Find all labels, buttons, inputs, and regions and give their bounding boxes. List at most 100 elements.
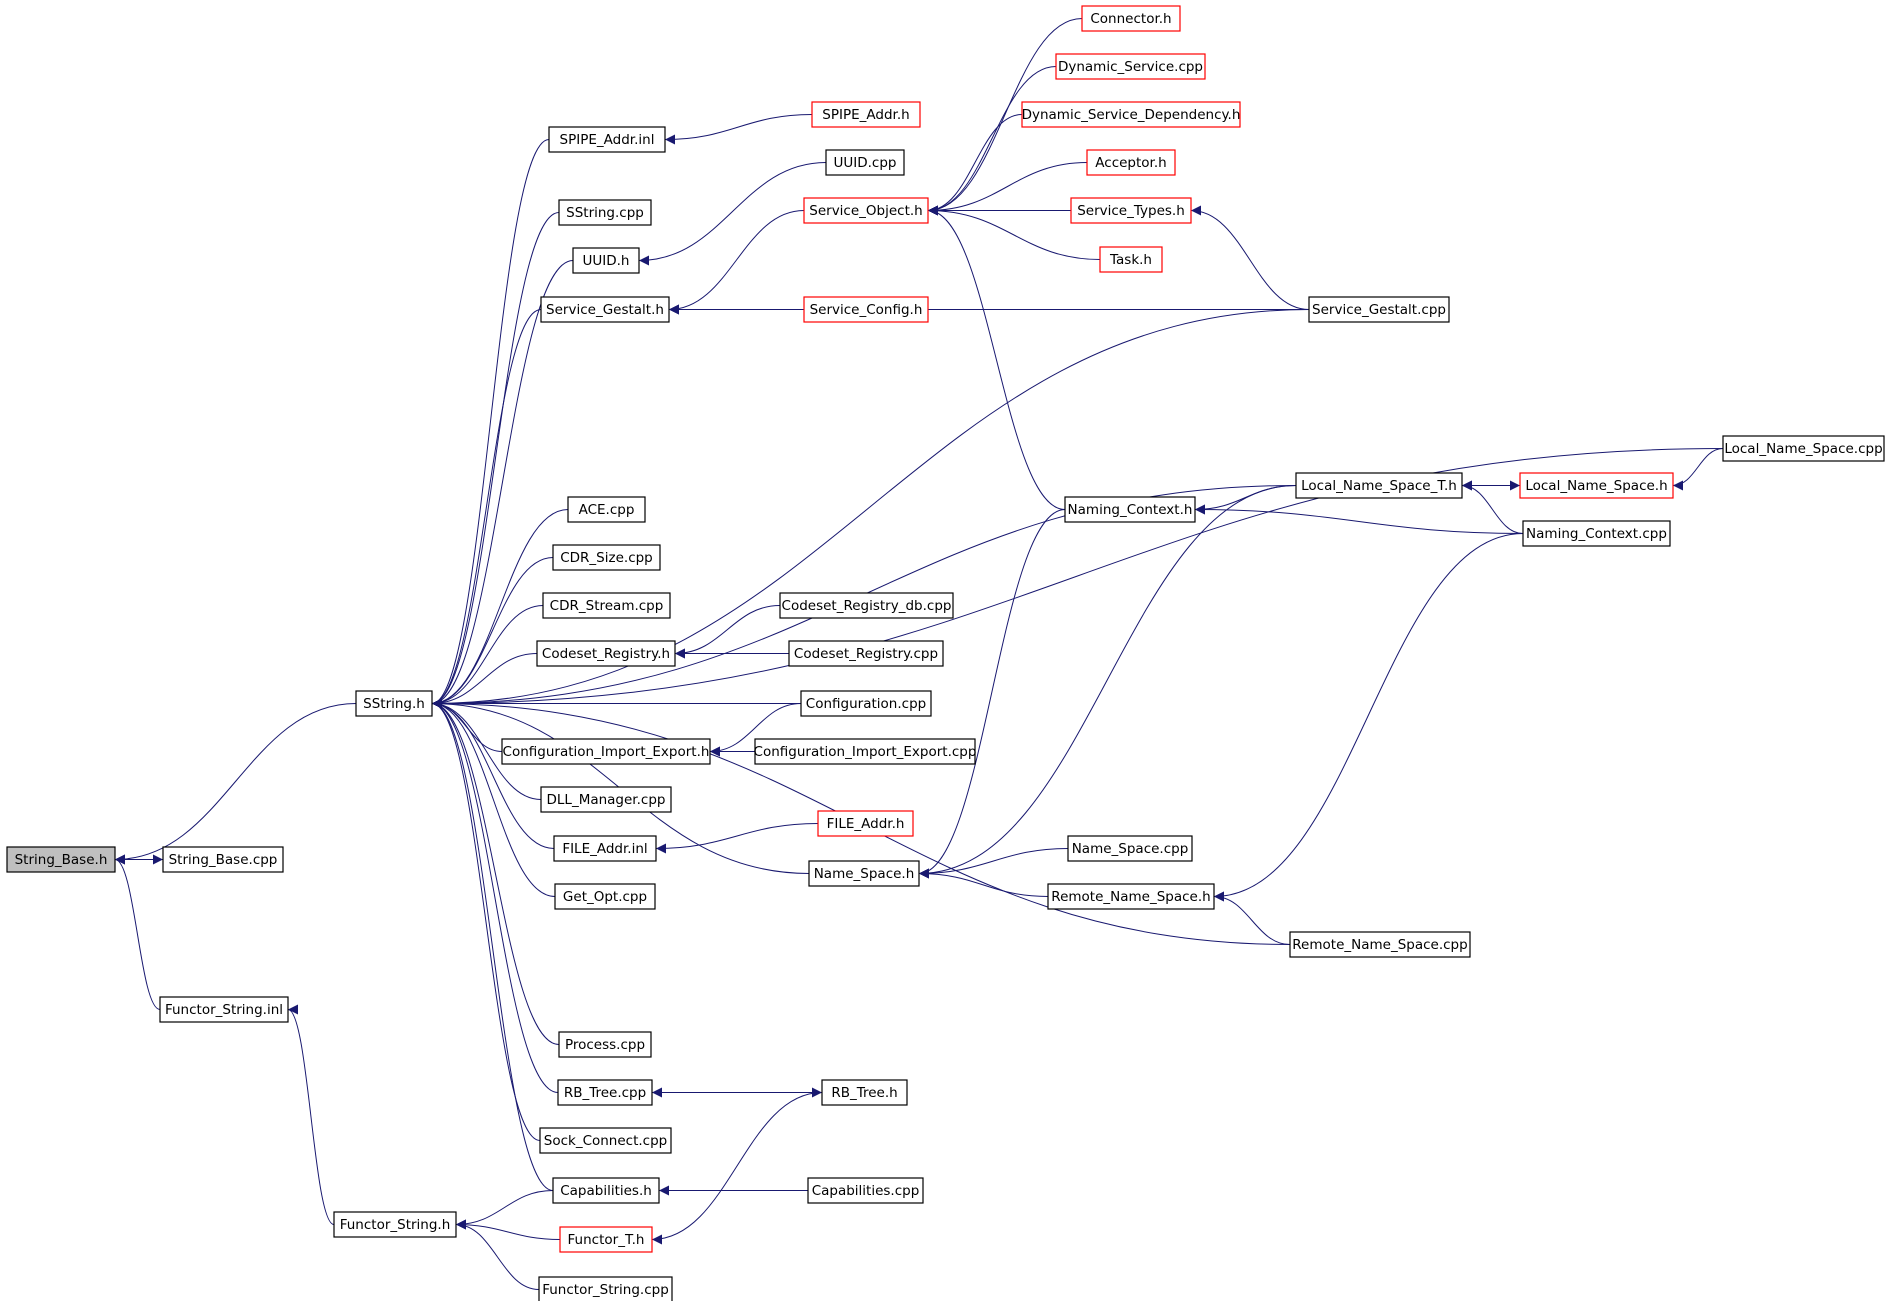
node-box[interactable]	[501, 738, 711, 765]
node-String_Base_cpp[interactable]: String_Base.cpp	[162, 846, 284, 873]
node-Service_Types_h[interactable]: Service_Types.h	[1070, 197, 1192, 224]
node-box[interactable]	[539, 1127, 672, 1154]
node-box[interactable]	[558, 1031, 652, 1058]
node-Configuration_Import_Export_h[interactable]: Configuration_Import_Export.h	[501, 738, 711, 765]
node-box[interactable]	[1070, 197, 1192, 224]
node-box[interactable]	[1064, 496, 1196, 523]
node-box[interactable]	[159, 996, 289, 1023]
node-box[interactable]	[825, 149, 905, 176]
node-box[interactable]	[554, 883, 656, 910]
node-RB_Tree_h[interactable]: RB_Tree.h	[821, 1079, 908, 1106]
node-Local_Name_Space_T_h[interactable]: Local_Name_Space_T.h	[1295, 472, 1463, 499]
node-Functor_T_h[interactable]: Functor_T.h	[559, 1226, 653, 1253]
node-Service_Config_h[interactable]: Service_Config.h	[803, 296, 929, 323]
node-box[interactable]	[803, 197, 929, 224]
node-Naming_Context_h[interactable]: Naming_Context.h	[1064, 496, 1196, 523]
node-SString_cpp[interactable]: SString.cpp	[558, 199, 652, 226]
node-box[interactable]	[552, 544, 661, 571]
node-FILE_Addr_h[interactable]: FILE_Addr.h	[817, 810, 914, 837]
node-Get_Opt_cpp[interactable]: Get_Opt.cpp	[554, 883, 656, 910]
node-Codeset_Registry_h[interactable]: Codeset_Registry.h	[536, 640, 676, 667]
node-RB_Tree_cpp[interactable]: RB_Tree.cpp	[557, 1079, 653, 1106]
node-Task_h[interactable]: Task.h	[1099, 246, 1163, 273]
node-Functor_String_inl[interactable]: Functor_String.inl	[159, 996, 289, 1023]
node-FILE_Addr_inl[interactable]: FILE_Addr.inl	[553, 835, 657, 862]
node-box[interactable]	[558, 199, 652, 226]
node-box[interactable]	[552, 1177, 660, 1204]
node-box[interactable]	[557, 1079, 653, 1106]
node-box[interactable]	[536, 640, 676, 667]
node-box[interactable]	[553, 835, 657, 862]
node-box[interactable]	[1021, 101, 1241, 128]
node-box[interactable]	[548, 126, 666, 153]
node-box[interactable]	[333, 1211, 457, 1238]
node-SString_h[interactable]: SString.h	[355, 690, 433, 717]
node-UUID_cpp[interactable]: UUID.cpp	[825, 149, 905, 176]
node-Service_Gestalt_h[interactable]: Service_Gestalt.h	[540, 296, 670, 323]
node-box[interactable]	[807, 1177, 924, 1204]
node-box[interactable]	[1522, 520, 1671, 547]
node-box[interactable]	[803, 296, 929, 323]
node-box[interactable]	[1308, 296, 1450, 323]
node-ACE_cpp[interactable]: ACE.cpp	[567, 496, 646, 523]
node-box[interactable]	[572, 247, 640, 274]
node-box[interactable]	[1295, 472, 1463, 499]
node-Remote_Name_Space_cpp[interactable]: Remote_Name_Space.cpp	[1289, 931, 1471, 958]
node-Local_Name_Space_cpp[interactable]: Local_Name_Space.cpp	[1722, 435, 1885, 462]
node-box[interactable]	[821, 1079, 908, 1106]
node-Name_Space_h[interactable]: Name_Space.h	[808, 860, 920, 887]
node-box[interactable]	[6, 846, 116, 873]
node-box[interactable]	[1067, 835, 1193, 862]
node-box[interactable]	[754, 738, 976, 765]
node-Naming_Context_cpp[interactable]: Naming_Context.cpp	[1522, 520, 1671, 547]
node-box[interactable]	[540, 786, 672, 813]
node-Configuration_Import_Export_cpp[interactable]: Configuration_Import_Export.cpp	[754, 738, 977, 765]
node-box[interactable]	[1289, 931, 1471, 958]
node-box[interactable]	[1055, 53, 1206, 80]
node-Connector_h[interactable]: Connector.h	[1081, 5, 1181, 32]
node-box[interactable]	[808, 860, 920, 887]
node-box[interactable]	[538, 1276, 673, 1301]
node-DLL_Manager_cpp[interactable]: DLL_Manager.cpp	[540, 786, 672, 813]
node-Process_cpp[interactable]: Process.cpp	[558, 1031, 652, 1058]
node-Name_Space_cpp[interactable]: Name_Space.cpp	[1067, 835, 1193, 862]
node-box[interactable]	[1722, 435, 1885, 462]
node-box[interactable]	[559, 1226, 653, 1253]
node-Dynamic_Service_cpp[interactable]: Dynamic_Service.cpp	[1055, 53, 1206, 80]
node-Dynamic_Service_Dependency_h[interactable]: Dynamic_Service_Dependency.h	[1021, 101, 1241, 128]
node-box[interactable]	[800, 690, 932, 717]
node-box[interactable]	[542, 592, 671, 619]
node-Capabilities_cpp[interactable]: Capabilities.cpp	[807, 1177, 924, 1204]
node-box[interactable]	[567, 496, 646, 523]
node-box[interactable]	[1519, 472, 1674, 499]
node-Acceptor_h[interactable]: Acceptor.h	[1086, 149, 1176, 176]
node-Sock_Connect_cpp[interactable]: Sock_Connect.cpp	[539, 1127, 672, 1154]
node-box[interactable]	[162, 846, 284, 873]
node-box[interactable]	[1099, 246, 1163, 273]
node-box[interactable]	[540, 296, 670, 323]
node-box[interactable]	[817, 810, 914, 837]
node-String_Base_h[interactable]: String_Base.h	[6, 846, 116, 873]
node-UUID_h[interactable]: UUID.h	[572, 247, 640, 274]
node-Configuration_cpp[interactable]: Configuration.cpp	[800, 690, 932, 717]
node-Service_Gestalt_cpp[interactable]: Service_Gestalt.cpp	[1308, 296, 1450, 323]
node-CDR_Stream_cpp[interactable]: CDR_Stream.cpp	[542, 592, 671, 619]
node-Codeset_Registry_db_cpp[interactable]: Codeset_Registry_db.cpp	[779, 592, 954, 619]
node-Codeset_Registry_cpp[interactable]: Codeset_Registry.cpp	[788, 640, 944, 667]
node-box[interactable]	[1086, 149, 1176, 176]
node-box[interactable]	[355, 690, 433, 717]
node-box[interactable]	[779, 592, 954, 619]
node-box[interactable]	[811, 101, 921, 128]
node-box[interactable]	[1081, 5, 1181, 32]
node-Remote_Name_Space_h[interactable]: Remote_Name_Space.h	[1047, 883, 1215, 910]
node-Local_Name_Space_h[interactable]: Local_Name_Space.h	[1519, 472, 1674, 499]
node-box[interactable]	[788, 640, 944, 667]
node-SPIPE_Addr_h[interactable]: SPIPE_Addr.h	[811, 101, 921, 128]
node-Functor_String_h[interactable]: Functor_String.h	[333, 1211, 457, 1238]
node-Capabilities_h[interactable]: Capabilities.h	[552, 1177, 660, 1204]
node-SPIPE_Addr_inl[interactable]: SPIPE_Addr.inl	[548, 126, 666, 153]
node-Functor_String_cpp[interactable]: Functor_String.cpp	[538, 1276, 673, 1301]
node-box[interactable]	[1047, 883, 1215, 910]
node-CDR_Size_cpp[interactable]: CDR_Size.cpp	[552, 544, 661, 571]
node-Service_Object_h[interactable]: Service_Object.h	[803, 197, 929, 224]
